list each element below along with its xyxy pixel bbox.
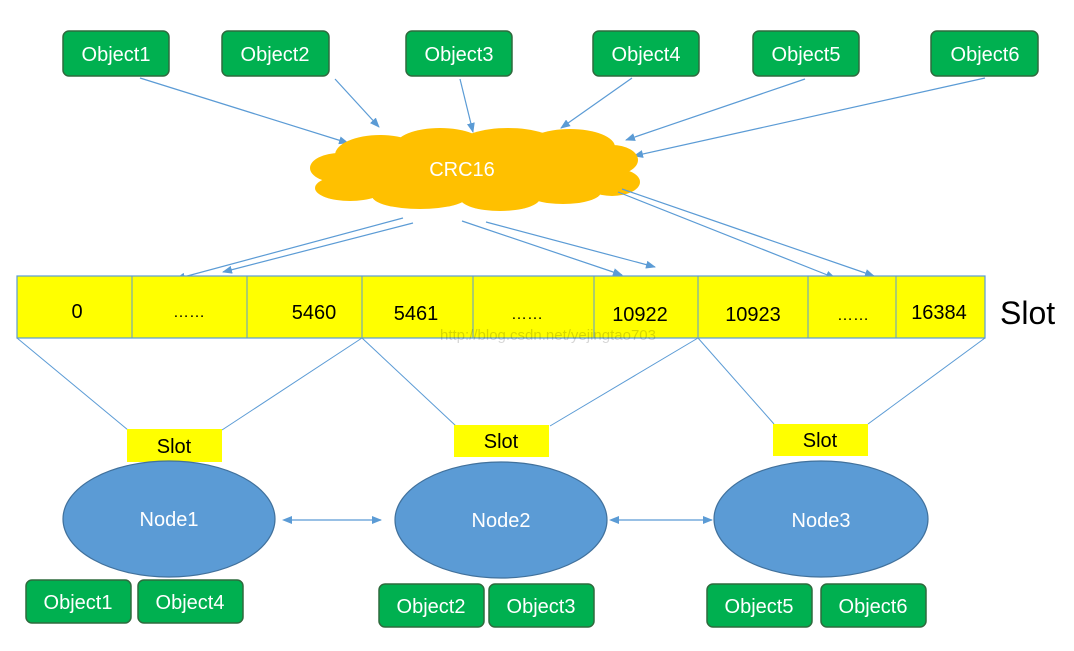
arrow-crc-slot-4 [485, 221, 656, 269]
arrow-object4-crc [560, 77, 633, 129]
slot-title: Slot [1000, 295, 1055, 331]
node-3-label: Node3 [792, 510, 851, 532]
node1-slot-tag: Slot [157, 436, 192, 458]
arrow-crc-slot-6 [621, 188, 875, 277]
node3-object-2: Object6 [839, 596, 908, 618]
top-object-1: Object1 [62, 30, 170, 77]
arrow-crc-slot-3 [461, 220, 623, 276]
node3-object-1: Object5 [725, 596, 794, 618]
node3-slot-tag: Slot [803, 430, 838, 452]
top-objects: Object1 Object2 Object3 Object4 Object5 … [62, 30, 1039, 77]
arrow-object2-crc [334, 78, 380, 128]
slot-cell-3: 5460 [292, 302, 337, 324]
crc16-cloud: CRC16 [310, 128, 640, 211]
range-connectors [16, 337, 986, 431]
top-object-4: Object4 [592, 30, 700, 77]
arrow-object3-crc [459, 78, 475, 133]
node1-object-1: Object1 [44, 592, 113, 614]
node2-object-1: Object2 [397, 596, 466, 618]
top-object-6-label: Object6 [951, 44, 1020, 66]
node-2: Node2 [394, 461, 608, 579]
top-object-5-label: Object5 [772, 44, 841, 66]
watermark: http://blog.csdn.net/yejingtao703 [440, 327, 656, 344]
node2-slot-tag: Slot [484, 431, 519, 453]
slot-cell-7: 10923 [725, 304, 781, 326]
node-1-label: Node1 [140, 509, 199, 531]
slot-cell-1: 0 [71, 301, 82, 323]
top-object-2: Object2 [221, 30, 330, 77]
node-3: Node3 [713, 460, 929, 578]
slot-cell-6: 10922 [612, 304, 668, 326]
top-object-5: Object5 [752, 30, 860, 77]
hash-arrows [139, 77, 986, 158]
node2-object-2: Object3 [507, 596, 576, 618]
top-object-3-label: Object3 [425, 44, 494, 66]
slot-bar: 0 …… 5460 5461 …… 10922 10923 …… 16384 h… [16, 275, 986, 344]
top-object-2-label: Object2 [241, 44, 310, 66]
arrow-object1-crc [139, 77, 349, 145]
top-object-4-label: Object4 [612, 44, 681, 66]
nodes: Node1 Node2 Node3 [62, 460, 929, 579]
arrow-object5-crc [625, 78, 806, 141]
slot-cell-4: 5461 [394, 303, 439, 325]
crc16-label: CRC16 [429, 159, 495, 181]
node-2-label: Node2 [472, 510, 531, 532]
node-1: Node1 [62, 460, 276, 578]
arrow-object6-crc [633, 77, 986, 158]
slot-cell-5: …… [511, 306, 543, 323]
arrow-crc-slot-1 [175, 217, 404, 281]
slot-cell-9: 16384 [911, 302, 967, 324]
slot-arrows [175, 188, 875, 281]
slot-cell-2: …… [173, 304, 205, 321]
arrow-crc-slot-2 [222, 222, 414, 274]
top-object-6: Object6 [930, 30, 1039, 77]
top-object-1-label: Object1 [82, 44, 151, 66]
arrow-crc-slot-5 [617, 191, 836, 279]
slot-cell-8: …… [837, 307, 869, 324]
node1-object-2: Object4 [156, 592, 225, 614]
node-objects: Object1 Object4 Object2 Object3 Object5 … [25, 579, 927, 628]
node-slot-tags: Slot Slot Slot [127, 424, 868, 462]
top-object-3: Object3 [405, 30, 513, 77]
